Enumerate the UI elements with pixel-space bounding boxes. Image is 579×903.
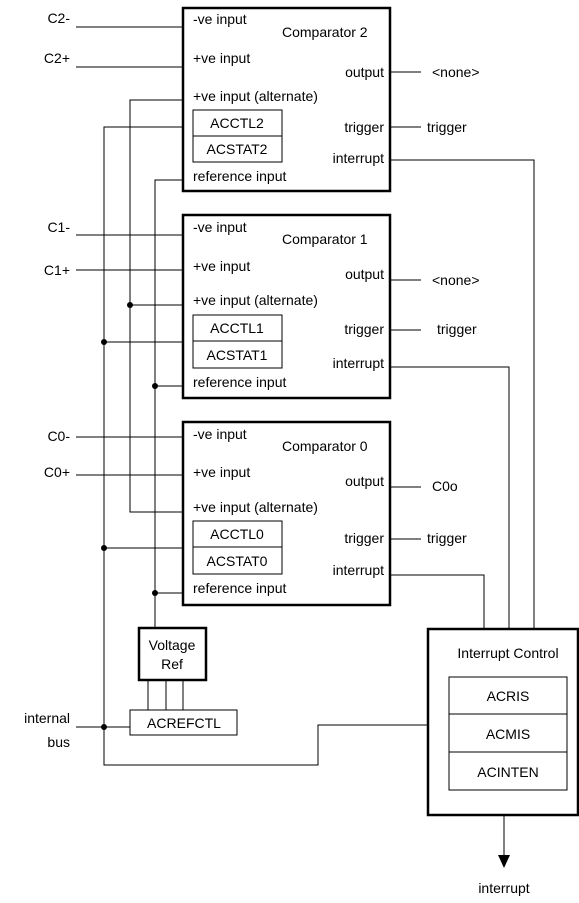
- comparator-1-pos-input: +ve input: [193, 258, 250, 274]
- pin-label-c2-neg: C2-: [47, 10, 70, 26]
- pin-label-c1-neg: C1-: [47, 219, 70, 235]
- comparator-0-neg-input: -ve input: [193, 426, 247, 442]
- pin-labels: C2- C2+ C1- C1+ C0- C0+: [44, 10, 70, 480]
- comparator-2: Comparator 2 -ve input +ve input +ve inp…: [181, 6, 392, 193]
- comparator-0-interrupt-label: interrupt: [333, 562, 384, 578]
- c0-trigger-value: trigger: [427, 530, 467, 546]
- c0-output-value: C0o: [432, 478, 458, 494]
- interrupt-control: Interrupt Control ACRIS ACMIS ACINTEN in…: [426, 627, 579, 896]
- pin-label-c2-pos: C2+: [44, 50, 70, 66]
- comparator-0-register-acctl: ACCTL0: [210, 526, 264, 542]
- comparator-2-output-label: output: [345, 64, 384, 80]
- junction-dot: [101, 339, 107, 345]
- comparator-2-register-acctl: ACCTL2: [210, 115, 264, 131]
- pin-label-c1-pos: C1+: [44, 262, 70, 278]
- comparator-1-ref-input: reference input: [193, 374, 287, 390]
- voltage-ref-line1: Voltage: [149, 637, 196, 653]
- comparator-1: Comparator 1 -ve input +ve input +ve inp…: [181, 213, 392, 400]
- wiring: [76, 26, 535, 868]
- c1-output-value: <none>: [432, 272, 480, 288]
- comparator-1-alt-input: +ve input (alternate): [193, 292, 318, 308]
- voltage-ref-line2: Ref: [161, 656, 183, 672]
- wire-c2-interrupt: [390, 159, 535, 629]
- register-acinten: ACINTEN: [477, 764, 538, 780]
- junction-dot: [101, 545, 107, 551]
- comparator-1-trigger-label: trigger: [344, 321, 384, 337]
- c2-output-value: <none>: [432, 64, 480, 80]
- comparator-0-alt-input: +ve input (alternate): [193, 499, 318, 515]
- comparator-1-interrupt-label: interrupt: [333, 355, 384, 371]
- junction-dot: [101, 724, 107, 730]
- comparator-2-trigger-label: trigger: [344, 119, 384, 135]
- wire-ref-bus: [154, 179, 183, 628]
- comparator-2-neg-input: -ve input: [193, 11, 247, 27]
- comparator-1-output-label: output: [345, 266, 384, 282]
- comparator-0-ref-input: reference input: [193, 580, 287, 596]
- wire-c1-interrupt: [390, 366, 510, 629]
- pin-label-c0-pos: C0+: [44, 464, 70, 480]
- acrefctl-label: ACREFCTL: [147, 715, 221, 731]
- comparator-2-title: Comparator 2: [282, 24, 368, 40]
- register-acris: ACRIS: [487, 688, 530, 704]
- interrupt-arrow-icon: [498, 855, 510, 868]
- comparator-0-output-label: output: [345, 473, 384, 489]
- wire-internal-bus-reg: [103, 126, 428, 766]
- comparator-1-register-acctl: ACCTL1: [210, 320, 264, 336]
- internal-bus-label: internal bus: [24, 710, 70, 750]
- junction-dot: [152, 383, 158, 389]
- comparator-0-register-acstat: ACSTAT0: [207, 553, 268, 569]
- comparator-1-neg-input: -ve input: [193, 219, 247, 235]
- wire-c0-interrupt: [390, 574, 485, 629]
- comparator-0-trigger-label: trigger: [344, 530, 384, 546]
- output-labels: <none> trigger <none> trigger C0o trigge…: [427, 64, 480, 546]
- acrefctl-box: [129, 709, 238, 736]
- voltage-ref-box: [137, 626, 208, 682]
- c1-trigger-value: trigger: [437, 321, 477, 337]
- comparator-2-register-acstat: ACSTAT2: [207, 141, 268, 157]
- comparator-2-interrupt-label: interrupt: [333, 150, 384, 166]
- c2-trigger-value: trigger: [427, 119, 467, 135]
- interrupt-control-title: Interrupt Control: [457, 645, 558, 661]
- junction-dot: [152, 590, 158, 596]
- pin-label-c0-neg: C0-: [47, 428, 70, 444]
- comparator-0-title: Comparator 0: [282, 438, 368, 454]
- internal-bus-line1: internal: [24, 710, 70, 726]
- comparator-2-ref-input: reference input: [193, 168, 287, 184]
- interrupt-control-register-box: [448, 676, 568, 791]
- comparator-1-register-acstat: ACSTAT1: [207, 347, 268, 363]
- internal-bus-line2: bus: [47, 734, 70, 750]
- interrupt-output-label: interrupt: [478, 880, 529, 896]
- comparator-0-pos-input: +ve input: [193, 464, 250, 480]
- voltage-ref: Voltage Ref ACREFCTL: [129, 626, 238, 736]
- register-acmis: ACMIS: [486, 726, 530, 742]
- comparator-2-alt-input: +ve input (alternate): [193, 88, 318, 104]
- comparator-0: Comparator 0 -ve input +ve input +ve inp…: [181, 420, 392, 607]
- comparator-1-title: Comparator 1: [282, 231, 368, 247]
- wire-alt-bus: [129, 99, 183, 513]
- junction-dot: [127, 302, 133, 308]
- comparator-2-pos-input: +ve input: [193, 50, 250, 66]
